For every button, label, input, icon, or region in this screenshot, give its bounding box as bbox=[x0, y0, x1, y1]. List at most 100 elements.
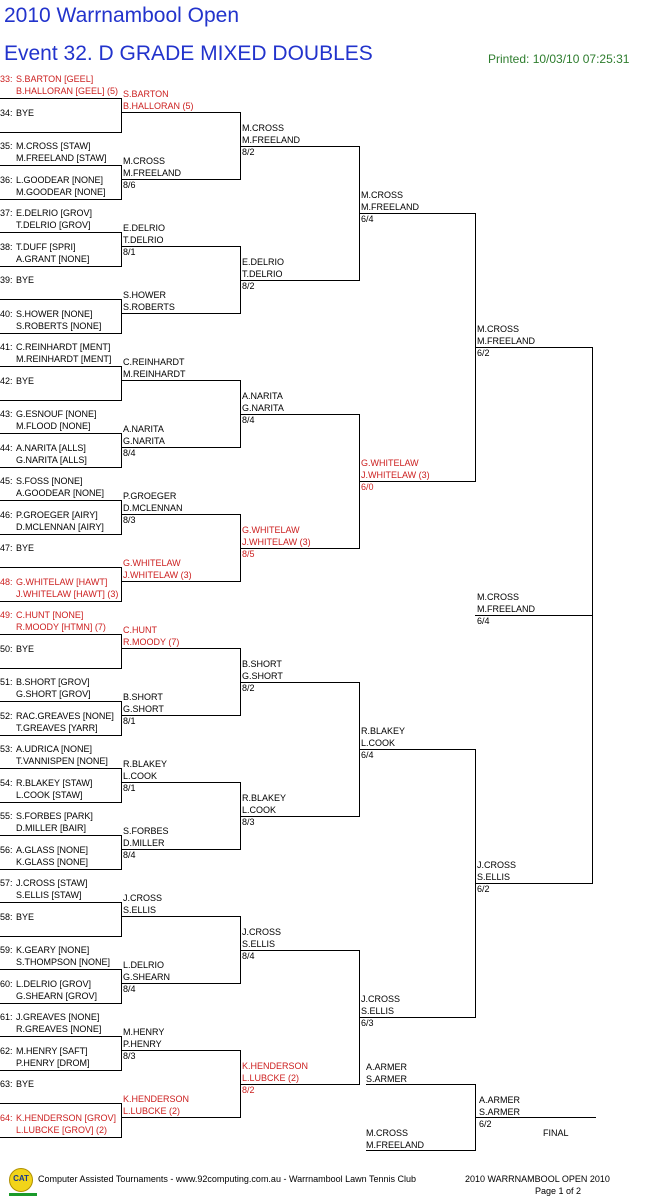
bracket-line bbox=[121, 916, 240, 917]
draw-entry-player2: A.GOODEAR [NONE] bbox=[16, 488, 105, 498]
cat-logo-text: CAT bbox=[13, 1174, 29, 1183]
bracket-line bbox=[0, 467, 121, 468]
draw-entry-player1: BYE bbox=[16, 543, 35, 553]
round2-player2: G.SHORT bbox=[123, 704, 164, 714]
round3-score: 8/3 bbox=[242, 817, 255, 827]
bracket-line bbox=[0, 299, 121, 300]
draw-seed: 42: bbox=[0, 376, 13, 386]
draw-entry-player1: R.BLAKEY [STAW] bbox=[16, 778, 93, 788]
round4-score: 6/4 bbox=[361, 214, 374, 224]
draw-seed: 48: bbox=[0, 577, 13, 587]
round3-score: 8/2 bbox=[242, 147, 255, 157]
bracket-line bbox=[0, 1103, 121, 1104]
bracket-line bbox=[0, 199, 121, 200]
draw-seed: 49: bbox=[0, 610, 13, 620]
draw-entry-player2: G.SHORT [GROV] bbox=[16, 689, 91, 699]
draw-entry-player1: M.CROSS [STAW] bbox=[16, 141, 91, 151]
bracket-line bbox=[121, 232, 122, 267]
bracket-line bbox=[0, 232, 121, 233]
round3-player2: T.DELRIO bbox=[242, 269, 283, 279]
draw-entry-player2: B.HALLORAN [GEEL] (5) bbox=[16, 86, 119, 96]
round2-player1: B.SHORT bbox=[123, 692, 163, 702]
draw-seed: 62: bbox=[0, 1046, 13, 1056]
bracket-line bbox=[121, 1103, 122, 1138]
bracket-line bbox=[121, 983, 240, 984]
draw-entry-player1: BYE bbox=[16, 644, 35, 654]
round2-player2: R.MOODY (7) bbox=[123, 637, 180, 647]
bracket-line bbox=[0, 802, 121, 803]
round2-player2: M.FREELAND bbox=[123, 168, 182, 178]
draw-entry-player1: S.HOWER [NONE] bbox=[16, 309, 93, 319]
bracket-line bbox=[121, 849, 240, 850]
round2-player2: J.WHITELAW (3) bbox=[123, 570, 192, 580]
bracket-line bbox=[121, 567, 122, 602]
bracket-line bbox=[0, 835, 121, 836]
draw-entry-player1: S.FORBES [PARK] bbox=[16, 811, 93, 821]
draw-entry-player1: BYE bbox=[16, 376, 35, 386]
bracket-line bbox=[0, 567, 121, 568]
draw-entry-player1: G.ESNOUF [NONE] bbox=[16, 409, 97, 419]
draw-entry-player2: G.SHEARN [GROV] bbox=[16, 991, 98, 1001]
draw-entry-player1: L.GOODEAR [NONE] bbox=[16, 175, 104, 185]
draw-entry-player2: L.LUBCKE [GROV] (2) bbox=[16, 1125, 108, 1135]
round6-player1: M.CROSS bbox=[477, 592, 520, 602]
round5-score: 6/2 bbox=[477, 884, 490, 894]
round4-player1: M.CROSS bbox=[361, 190, 404, 200]
draw-seed: 55: bbox=[0, 811, 13, 821]
bracket-line bbox=[121, 246, 240, 247]
draw-seed: 36: bbox=[0, 175, 13, 185]
bracket-line bbox=[121, 366, 122, 401]
bracket-line bbox=[121, 380, 240, 381]
draw-entry-player1: E.DELRIO [GROV] bbox=[16, 208, 93, 218]
bracket-line bbox=[0, 1070, 121, 1071]
draw-entry-player1: M.HENRY [SAFT] bbox=[16, 1046, 88, 1056]
bracket-line bbox=[121, 500, 122, 535]
bracket-line bbox=[121, 313, 240, 314]
bracket-line bbox=[359, 481, 475, 482]
bracket-line bbox=[121, 648, 240, 649]
bracket-line bbox=[359, 749, 475, 750]
draw-entry-player2: A.GRANT [NONE] bbox=[16, 254, 90, 264]
draw-entry-player2: T.VANNISPEN [NONE] bbox=[16, 756, 108, 766]
bracket-line bbox=[359, 1017, 475, 1018]
bracket-line bbox=[0, 98, 121, 99]
footer-credit: Computer Assisted Tournaments - www.92co… bbox=[38, 1174, 417, 1184]
round2-player1: G.WHITELAW bbox=[123, 558, 181, 568]
draw-entry-player1: BYE bbox=[16, 108, 35, 118]
draw-entry-player2: J.WHITELAW [HAWT] (3) bbox=[16, 589, 119, 599]
round3-player1: A.NARITA bbox=[242, 391, 283, 401]
round2-score: 8/1 bbox=[123, 247, 136, 257]
draw-seed: 45: bbox=[0, 476, 13, 486]
bracket-line bbox=[121, 1050, 240, 1051]
round5-player1: M.CROSS bbox=[477, 324, 520, 334]
round2-score: 8/3 bbox=[123, 515, 136, 525]
draw-entry-player2: S.THOMPSON [NONE] bbox=[16, 957, 111, 967]
final-winner-player1: A.ARMER bbox=[479, 1095, 521, 1105]
draw-entry-player1: RAC.GREAVES [NONE] bbox=[16, 711, 114, 721]
event-title: Event 32. D GRADE MIXED DOUBLES bbox=[4, 42, 373, 65]
round2-score: 8/1 bbox=[123, 783, 136, 793]
round3-player2: G.NARITA bbox=[242, 403, 284, 413]
bracket-line bbox=[240, 950, 359, 951]
draw-seed: 60: bbox=[0, 979, 13, 989]
round3-score: 8/2 bbox=[242, 683, 255, 693]
cat-logo-bar-icon bbox=[9, 1193, 37, 1196]
round4-player1: G.WHITELAW bbox=[361, 458, 419, 468]
draw-entry-player1: A.GLASS [NONE] bbox=[16, 845, 89, 855]
bracket-line bbox=[0, 165, 121, 166]
bracket-line bbox=[121, 969, 122, 1004]
bracket-line bbox=[121, 514, 240, 515]
bracket-line bbox=[0, 1137, 121, 1138]
draw-entry-player1: BYE bbox=[16, 275, 35, 285]
round4-player1: J.CROSS bbox=[361, 994, 401, 1004]
round2-player2: B.HALLORAN (5) bbox=[123, 101, 194, 111]
draw-entry-player2: M.GOODEAR [NONE] bbox=[16, 187, 106, 197]
draw-entry-player2: S.ROBERTS [NONE] bbox=[16, 321, 102, 331]
round3-score: 8/2 bbox=[242, 1085, 255, 1095]
draw-seed: 63: bbox=[0, 1079, 13, 1089]
bracket-line bbox=[475, 347, 592, 348]
round2-player2: M.REINHARDT bbox=[123, 369, 186, 379]
bracket-line bbox=[0, 132, 121, 133]
bracket-line bbox=[359, 213, 475, 214]
draw-entry-player1: S.FOSS [NONE] bbox=[16, 476, 83, 486]
